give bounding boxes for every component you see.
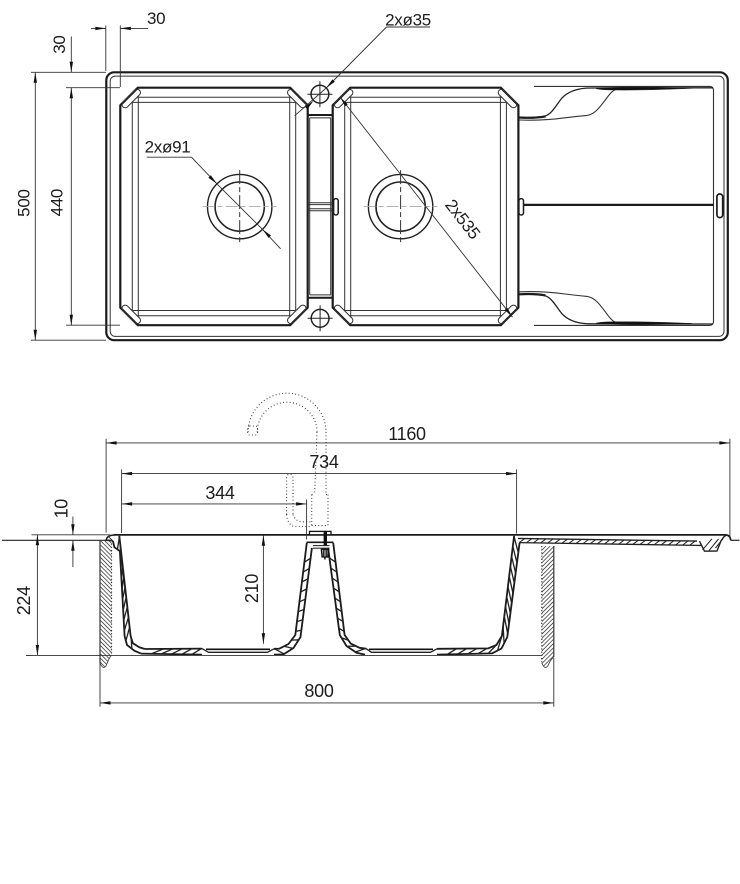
svg-text:224: 224 <box>14 586 34 615</box>
svg-text:30: 30 <box>147 9 165 28</box>
svg-text:30: 30 <box>50 35 69 53</box>
svg-text:210: 210 <box>242 574 262 603</box>
svg-text:10: 10 <box>52 499 72 519</box>
svg-text:800: 800 <box>304 681 333 701</box>
svg-text:2xø35: 2xø35 <box>385 10 431 29</box>
svg-text:2xø91: 2xø91 <box>145 138 191 157</box>
svg-text:344: 344 <box>205 483 234 503</box>
svg-text:1160: 1160 <box>388 424 426 444</box>
svg-text:500: 500 <box>15 189 34 216</box>
svg-text:734: 734 <box>309 452 338 472</box>
svg-text:440: 440 <box>48 189 67 216</box>
